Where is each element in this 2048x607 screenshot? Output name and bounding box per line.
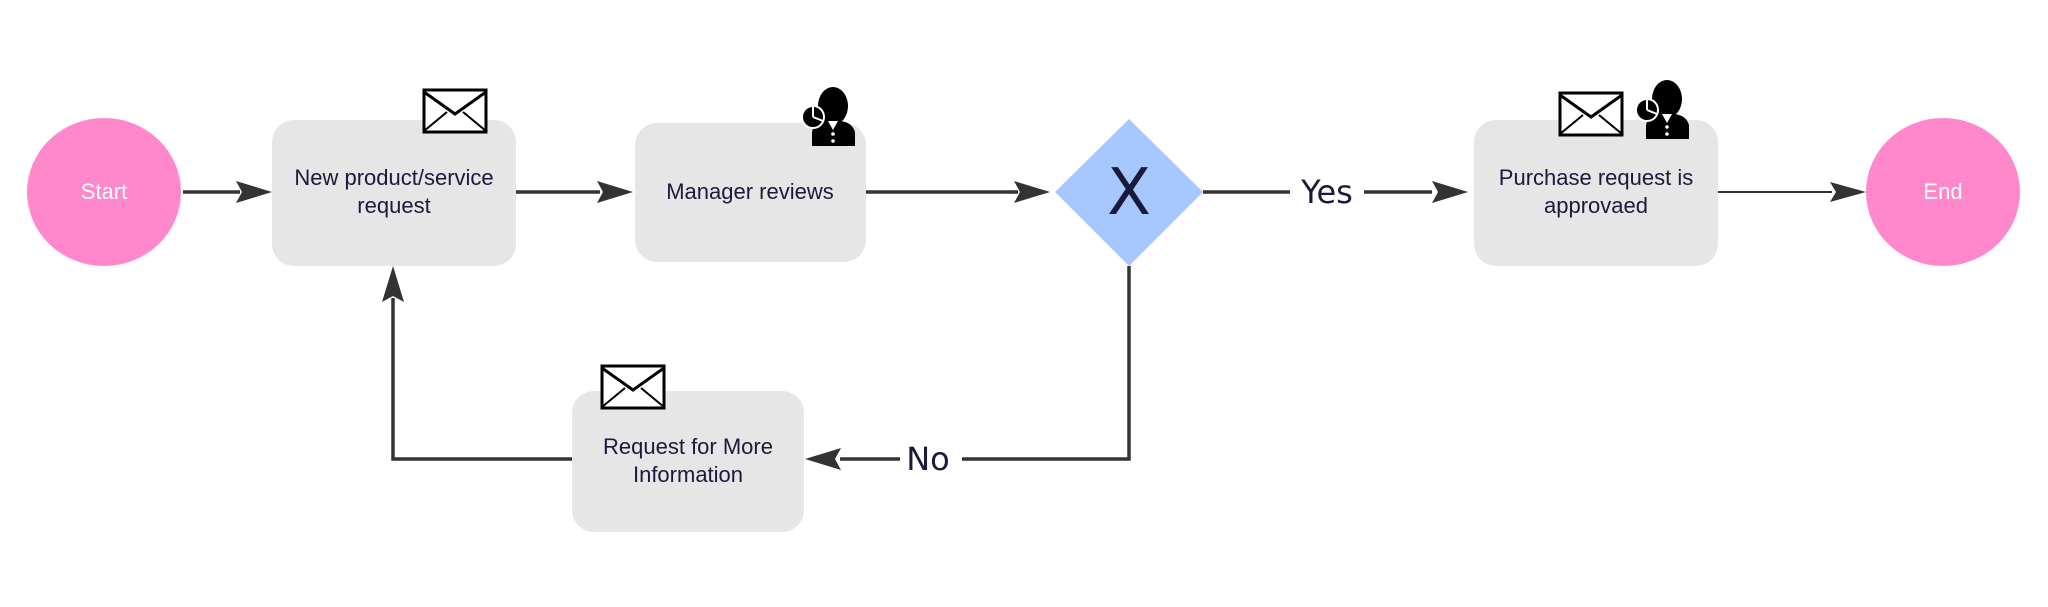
task-purchase-approved-label-line1: Purchase request is (1499, 165, 1693, 190)
edge-manager-to-gateway (866, 181, 1050, 203)
envelope-icon (422, 88, 488, 134)
task-purchase-approved[interactable]: Purchase request is approvaed (1474, 80, 1718, 266)
edge-moreinfo-to-request (382, 266, 572, 461)
envelope-icon (600, 364, 666, 410)
start-event[interactable]: Start (27, 118, 181, 266)
task-more-info-label-line1: Request for More (603, 434, 773, 459)
envelope-icon (1558, 91, 1624, 137)
edge-label-yes: Yes (1300, 173, 1353, 211)
exclusive-gateway[interactable]: X (1055, 119, 1203, 266)
task-manager-reviews-label: Manager reviews (666, 179, 834, 204)
user-icon (1635, 80, 1689, 139)
task-new-request-label-line1: New product/service (294, 165, 493, 190)
gateway-label: X (1107, 156, 1151, 230)
end-label: End (1923, 179, 1962, 204)
task-new-request[interactable]: New product/service request (272, 88, 516, 266)
edge-gateway-no (805, 266, 1131, 470)
edge-start-to-request (183, 181, 272, 203)
task-purchase-approved-label-line2: approvaed (1544, 193, 1648, 218)
user-icon (801, 87, 855, 146)
edge-gateway-yes (1203, 181, 1468, 203)
task-more-info-label-line2: Information (633, 462, 743, 487)
task-more-info[interactable]: Request for More Information (572, 364, 804, 532)
end-event[interactable]: End (1866, 118, 2020, 266)
start-label: Start (81, 179, 127, 204)
edge-approved-to-end (1718, 182, 1866, 202)
edge-request-to-manager (516, 181, 633, 203)
task-new-request-label-line2: request (357, 193, 430, 218)
task-manager-reviews[interactable]: Manager reviews (635, 87, 866, 262)
edge-label-no: No (906, 440, 950, 478)
